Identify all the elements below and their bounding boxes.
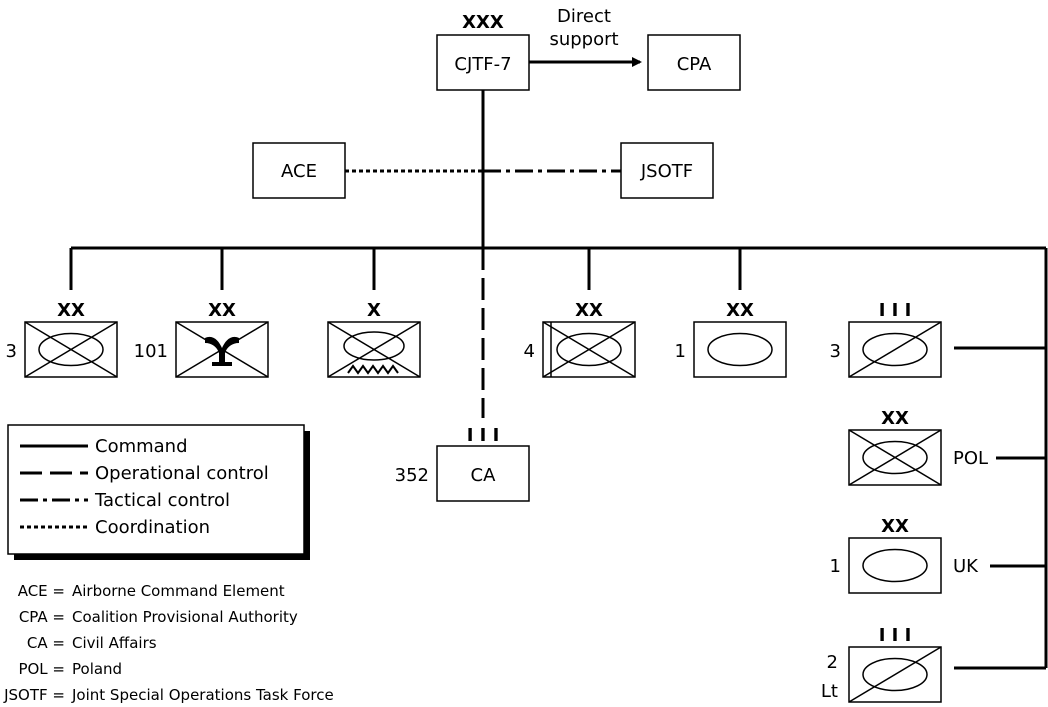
legend-tacon-label: Tactical control	[94, 490, 230, 511]
abbr-ca: CA =	[27, 634, 65, 652]
ace-label: ACE	[281, 161, 317, 182]
abbreviation-list: ACE = Airborne Command Element CPA = Coa…	[3, 582, 334, 704]
uk-label: UK	[953, 556, 979, 577]
cjtf-echelon-label: XXX	[462, 12, 504, 33]
pol-label: POL	[953, 448, 988, 469]
unit-4-division: XX 4	[524, 300, 636, 378]
unit-designation: 101	[134, 341, 168, 362]
mountain-icon	[347, 364, 399, 375]
unit-designation-line2: Lt	[821, 681, 838, 702]
unit-352-civil-affairs: I I I CA 352	[395, 425, 530, 502]
unit-3-division: XX 3	[6, 300, 118, 378]
unit-echelon-label: XX	[726, 300, 754, 321]
unit-echelon-label: XX	[881, 516, 909, 537]
cjtf7-label: CJTF-7	[454, 54, 511, 75]
legend-opcon-label: Operational control	[95, 463, 269, 484]
unit-101-division: XX 101	[134, 300, 269, 378]
air-assault-icon	[205, 336, 239, 366]
unit-echelon-label: XX	[881, 408, 909, 429]
cpa-box: CPA	[647, 34, 741, 91]
unit-echelon-label: XX	[575, 300, 603, 321]
unit-echelon-label: I I I	[879, 300, 912, 321]
abbr-jsotf-meaning: Joint Special Operations Task Force	[71, 686, 334, 704]
unit-echelon-label: X	[367, 300, 381, 321]
unit-brigade: X	[327, 300, 421, 378]
unit-1-division: XX 1	[675, 300, 787, 378]
legend-command-label: Command	[95, 436, 188, 457]
direct-support-label-1: Direct	[557, 6, 611, 27]
legend-coordination-label: Coordination	[95, 517, 210, 538]
unit-designation: 4	[524, 341, 535, 362]
abbr-pol: POL =	[18, 660, 65, 678]
abbr-ca-meaning: Civil Affairs	[72, 634, 157, 652]
cpa-label: CPA	[677, 54, 712, 75]
unit-echelon-label: XX	[208, 300, 236, 321]
legend: Command Operational control Tactical con…	[7, 424, 310, 560]
unit-polish-division: XX POL	[848, 408, 988, 486]
unit-designation: 3	[6, 341, 17, 362]
unit-designation: 1	[675, 341, 686, 362]
unit-echelon-label: XX	[57, 300, 85, 321]
cjtf7-box: CJTF-7	[436, 34, 530, 91]
unit-2lt-regiment: I I I 2 Lt	[821, 625, 942, 703]
direct-support-label-2: support	[549, 29, 618, 50]
abbr-ace-meaning: Airborne Command Element	[72, 582, 285, 600]
abbr-pol-meaning: Poland	[72, 660, 122, 678]
ca-label: CA	[471, 465, 497, 486]
abbr-ace: ACE =	[18, 582, 65, 600]
ca-echelon-label: I I I	[467, 425, 500, 446]
unit-3-regiment: I I I 3	[830, 300, 942, 378]
unit-echelon-label: I I I	[879, 625, 912, 646]
abbr-jsotf: JSOTF =	[3, 686, 65, 704]
abbr-cpa: CPA =	[19, 608, 65, 626]
ca-designation: 352	[395, 465, 429, 486]
abbr-cpa-meaning: Coalition Provisional Authority	[72, 608, 298, 626]
unit-designation: 1	[830, 556, 841, 577]
ace-box: ACE	[252, 142, 346, 199]
jsotf-box: JSOTF	[620, 142, 714, 199]
unit-designation-line1: 2	[827, 652, 838, 673]
jsotf-label: JSOTF	[640, 161, 693, 182]
unit-uk-division: XX 1 UK	[830, 516, 979, 594]
unit-designation: 3	[830, 341, 841, 362]
